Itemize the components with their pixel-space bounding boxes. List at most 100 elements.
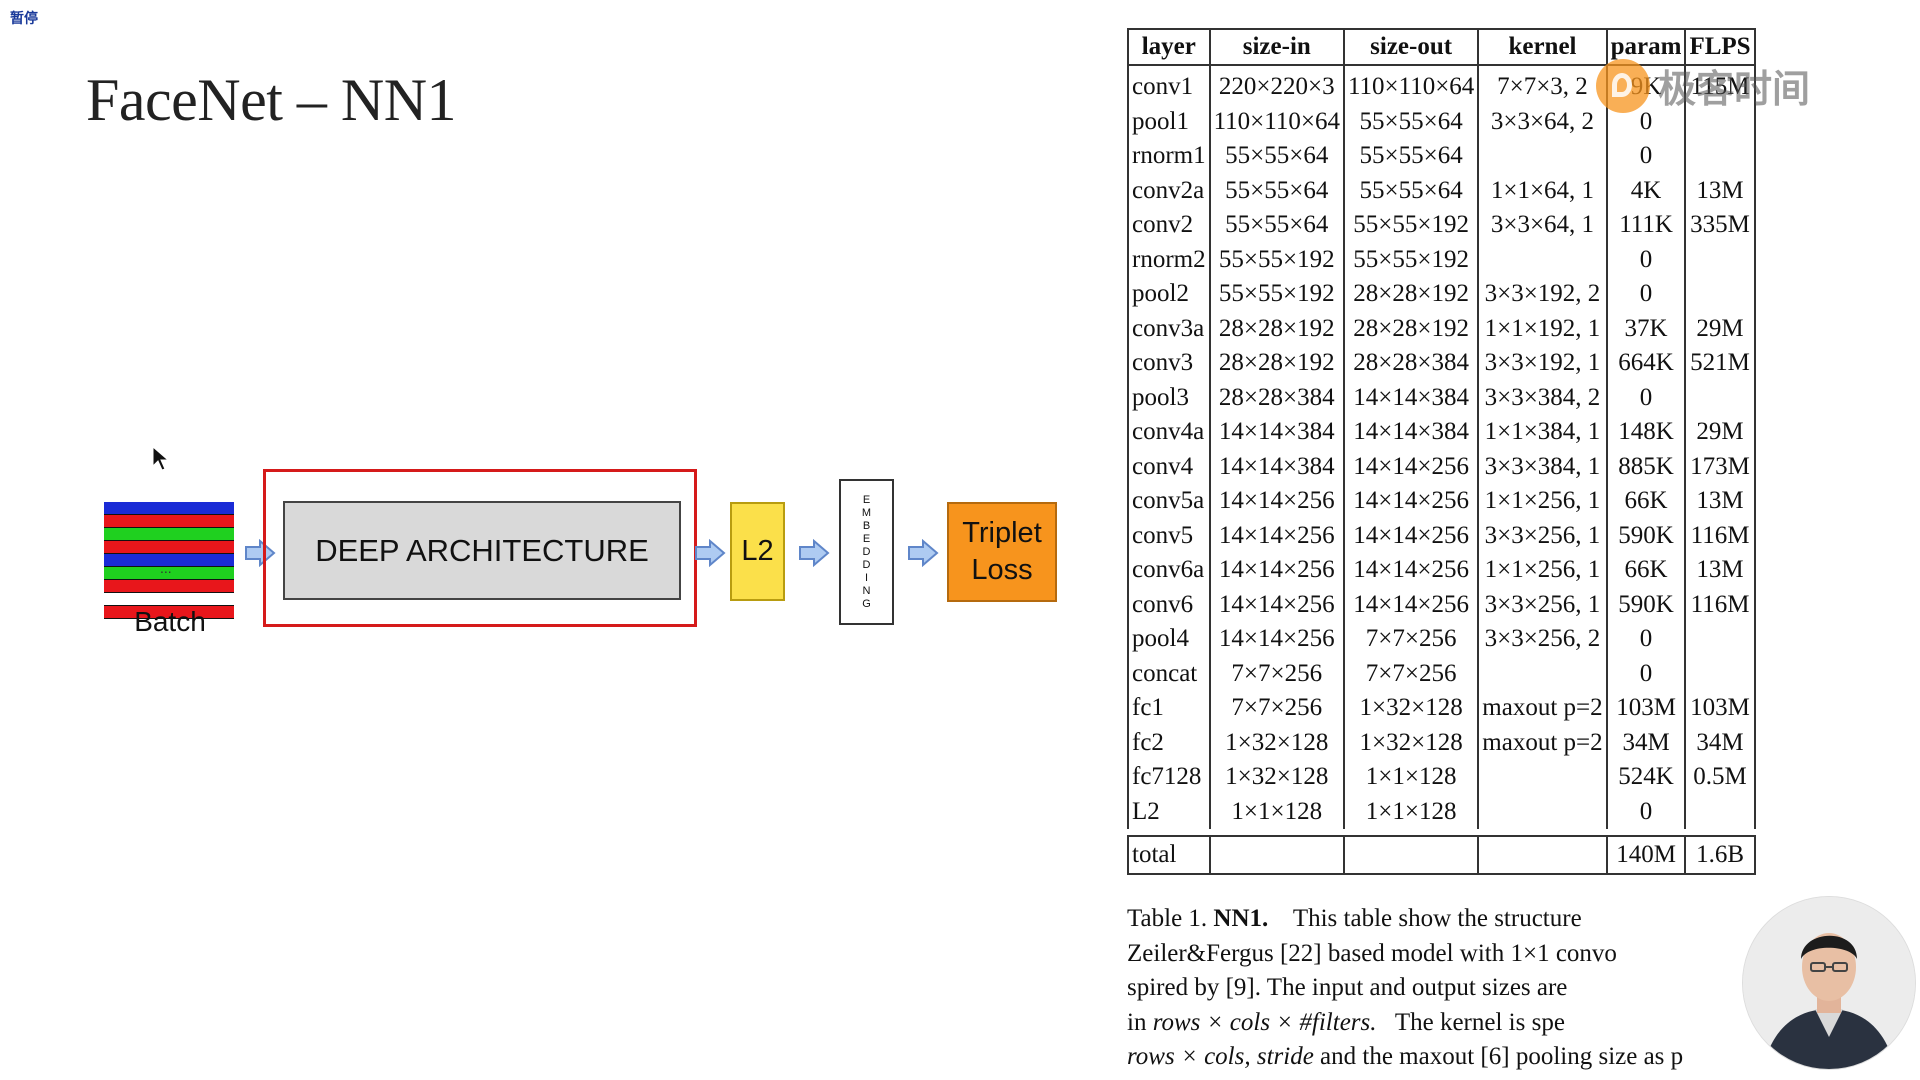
- embedding-letter: B: [862, 519, 871, 532]
- table-cell: 66K: [1605, 553, 1687, 588]
- batch-stripe: [104, 502, 234, 515]
- batch-stack-icon: [104, 502, 234, 619]
- table-cell: fc2: [1127, 725, 1211, 760]
- batch-stripe: [104, 515, 234, 528]
- table-cell: 335M: [1684, 208, 1756, 243]
- batch-stripe: [104, 567, 234, 580]
- column-header: kernel: [1477, 28, 1608, 66]
- table-cell: conv1: [1127, 64, 1211, 105]
- table-cell: 14×14×256: [1208, 622, 1345, 657]
- embedding-letter: N: [862, 584, 871, 597]
- table-cell: 55×55×192: [1208, 277, 1345, 312]
- table-cell: 28×28×192: [1342, 277, 1480, 312]
- mouse-cursor-icon: [152, 446, 170, 471]
- table-cell: 521M: [1684, 346, 1756, 381]
- table-cell: total: [1127, 835, 1211, 875]
- table-cell: 1×32×128: [1208, 760, 1345, 795]
- table-cell: rnorm2: [1127, 242, 1211, 277]
- table-cell: 103M: [1605, 691, 1687, 726]
- table-cell: 7×7×256: [1208, 691, 1345, 726]
- table-cell: 14×14×256: [1208, 553, 1345, 588]
- table-cell: 524K: [1605, 760, 1687, 795]
- table-cell: 14×14×384: [1208, 449, 1345, 484]
- arrow-right-icon: [245, 539, 276, 567]
- caption-line-5: rows × cols, stride and the maxout [6] p…: [1127, 1043, 1684, 1070]
- table-cell: [1477, 794, 1608, 829]
- table-cell: 103M: [1684, 691, 1756, 726]
- table-cell: 13M: [1684, 553, 1756, 588]
- table-cell: [1477, 656, 1608, 691]
- table-cell: 148K: [1605, 415, 1687, 450]
- column-header: layer: [1127, 28, 1211, 66]
- table-cell: concat: [1127, 656, 1211, 691]
- table-cell: 55×55×64: [1342, 104, 1480, 139]
- table-cell: 0: [1605, 794, 1687, 829]
- table-cell: maxout p=2: [1477, 691, 1608, 726]
- table-cell: 28×28×192: [1342, 311, 1480, 346]
- table-cell: 14×14×256: [1342, 449, 1480, 484]
- watermark: 极客时间: [1596, 58, 1810, 113]
- table-cell: 590K: [1605, 518, 1687, 553]
- table-cell: 13M: [1684, 173, 1756, 208]
- table-cell: 14×14×256: [1342, 587, 1480, 622]
- table-cell: 55×55×64: [1342, 173, 1480, 208]
- table-cell: 66K: [1605, 484, 1687, 519]
- table-cell: fc1: [1127, 691, 1211, 726]
- embedding-letter: D: [862, 558, 871, 571]
- table-cell: 29M: [1684, 311, 1756, 346]
- table-cell: 3×3×384, 1: [1477, 449, 1608, 484]
- table-cell: [1684, 277, 1756, 312]
- table-cell: 3×3×256, 2: [1477, 622, 1608, 657]
- table-cell: [1684, 622, 1756, 657]
- embedding-letter: I: [864, 571, 869, 584]
- table-cell: 3×3×256, 1: [1477, 587, 1608, 622]
- embedding-letter: D: [862, 545, 871, 558]
- table-cell: 111K: [1605, 208, 1687, 243]
- table-cell: 55×55×192: [1342, 208, 1480, 243]
- geektime-logo-icon: [1596, 58, 1650, 113]
- table-cell: conv2: [1127, 208, 1211, 243]
- table-cell: [1342, 835, 1480, 875]
- table-cell: conv3a: [1127, 311, 1211, 346]
- table-cell: 55×55×64: [1208, 208, 1345, 243]
- table-cell: 0: [1605, 242, 1687, 277]
- table-cell: [1684, 104, 1756, 139]
- column-header: size-in: [1208, 28, 1345, 66]
- table-cell: 14×14×256: [1208, 484, 1345, 519]
- column-header: param: [1605, 28, 1687, 66]
- table-cell: 28×28×384: [1342, 346, 1480, 381]
- table-cell: [1684, 139, 1756, 174]
- table-cell: 7×7×256: [1342, 656, 1480, 691]
- table-cell: conv3: [1127, 346, 1211, 381]
- table-cell: 1×1×64, 1: [1477, 173, 1608, 208]
- table-cell: 0: [1605, 656, 1687, 691]
- table-cell: 55×55×64: [1208, 139, 1345, 174]
- arrow-right-icon: [908, 539, 939, 567]
- deep-architecture-block: DEEP ARCHITECTURE: [283, 501, 681, 600]
- table-cell: conv5: [1127, 518, 1211, 553]
- table-cell: [1208, 835, 1345, 875]
- table-cell: 28×28×384: [1208, 380, 1345, 415]
- table-caption: Table 1. NN1. This table show the struct…: [1127, 902, 1767, 1075]
- table-cell: 0: [1605, 139, 1687, 174]
- table-cell: 3×3×256, 1: [1477, 518, 1608, 553]
- table-cell: 4K: [1605, 173, 1687, 208]
- embedding-letter: E: [862, 493, 871, 506]
- table-cell: 14×14×384: [1342, 415, 1480, 450]
- batch-stripe: [104, 528, 234, 541]
- table-cell: conv5a: [1127, 484, 1211, 519]
- caption-line-3: spired by [9]. The input and output size…: [1127, 974, 1568, 1001]
- table-cell: 590K: [1605, 587, 1687, 622]
- table-cell: 3×3×64, 1: [1477, 208, 1608, 243]
- table-cell: 3×3×192, 1: [1477, 346, 1608, 381]
